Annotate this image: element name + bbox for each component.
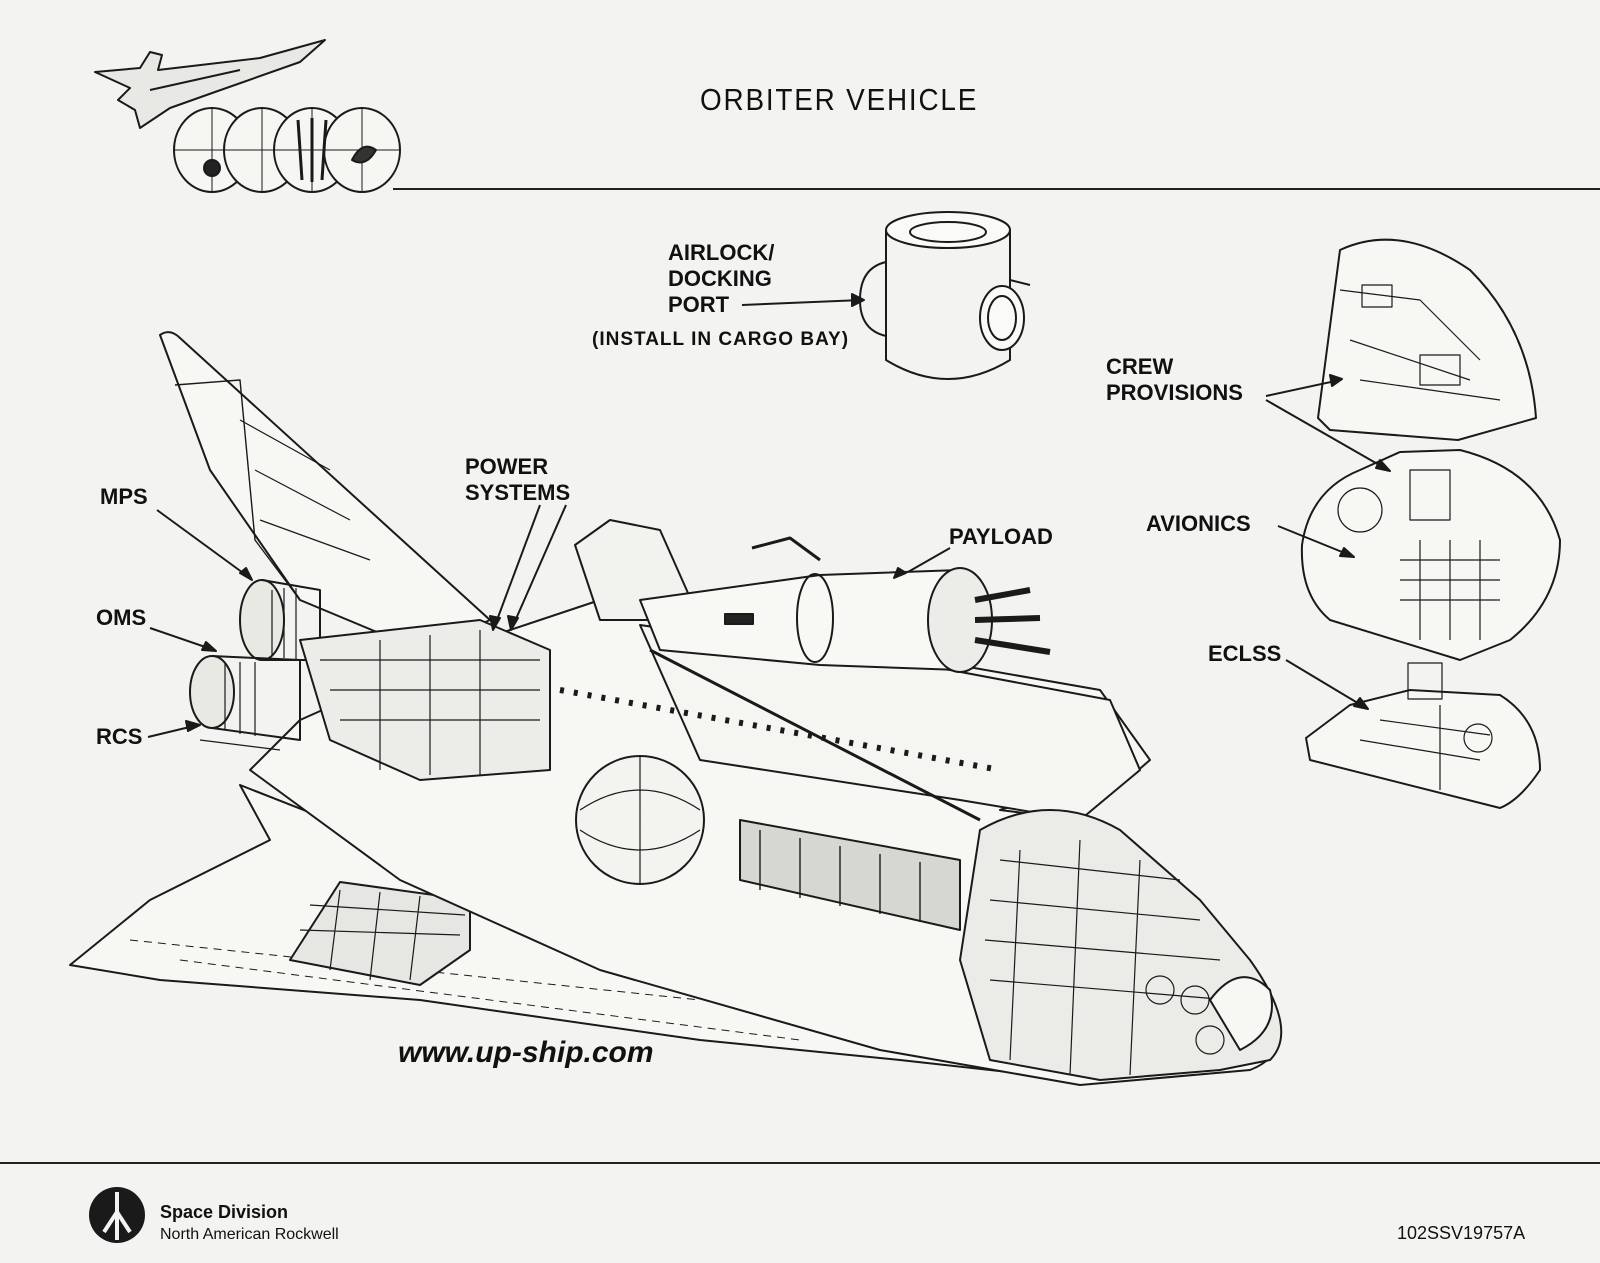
label-airlock-note: (INSTALL IN CARGO BAY) [592,329,850,350]
rockwell-logo [89,1187,145,1243]
label-power-systems: POWER SYSTEMS [465,454,571,505]
footer-parent: North American Rockwell [160,1226,339,1243]
aft-engines [189,579,321,751]
header-rule [393,188,1600,190]
footer-doc-number: 102SSV19757A [1397,1223,1526,1243]
footer-company: Space Division [160,1202,289,1222]
label-mps: MPS [100,484,148,509]
label-oms: OMS [96,605,147,630]
footer-rule [0,1162,1600,1164]
label-crew-provisions: CREW PROVISIONS [1106,354,1243,405]
label-eclss: ECLSS [1208,641,1282,666]
label-rcs: RCS [96,724,143,749]
payload-module [639,536,1051,822]
label-airlock: AIRLOCK/ DOCKING PORT [668,240,775,317]
airlock-docking-port [859,211,1031,380]
watermark-text: www.up-ship.com [398,1036,654,1069]
label-payload: PAYLOAD [949,524,1053,549]
orbiter-cutaway [69,331,1283,1086]
label-avionics: AVIONICS [1146,511,1251,536]
shuttle-globe-logo [94,39,401,193]
crew-module-exploded [1300,238,1561,809]
page-title: ORBITER VEHICLE [700,82,979,117]
